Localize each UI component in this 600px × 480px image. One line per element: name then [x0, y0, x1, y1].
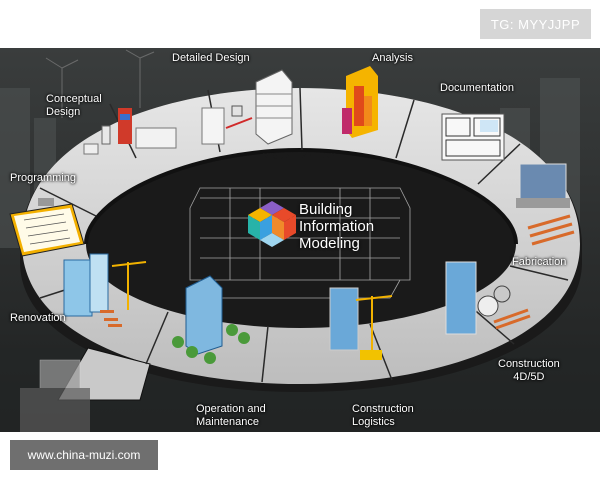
analysis-illustration — [342, 66, 378, 138]
tg-badge: TG: MYYJJPP — [480, 9, 591, 39]
ring-top-surface — [22, 88, 580, 384]
bim-diagram: VISUALIZATION — [0, 48, 600, 432]
programming-illustration — [9, 198, 85, 257]
fabrication-illustration — [516, 163, 575, 246]
operation-illustration — [172, 275, 250, 364]
website-watermark: www.china-muzi.com — [10, 440, 158, 470]
stage-label-construction-4d5d: Construction 4D/5D — [498, 358, 560, 383]
detailed-design-illustration — [201, 69, 293, 145]
logistics-illustration — [329, 287, 393, 360]
visualization-label: VISUALIZATION — [263, 152, 337, 161]
construction-4d5d-illustration — [445, 261, 531, 335]
center-title-line-1: Building — [299, 201, 353, 218]
center-title: Building Information Modeling — [299, 201, 374, 252]
stage-label-operation-maintenance: Operation and Maintenance — [196, 403, 266, 428]
renovation-illustration — [63, 253, 147, 327]
background-wind-turbines — [45, 49, 155, 118]
ring-inner-rim — [84, 147, 518, 245]
stage-label-construction-logistics: Construction Logistics — [352, 403, 414, 428]
center-title-line-3: Modeling — [299, 235, 360, 252]
bottom-left-building — [20, 359, 90, 432]
center-title-line-2: Information — [299, 218, 375, 235]
bim-diagram-artwork: VISUALIZATION — [0, 48, 600, 432]
documentation-illustration — [441, 113, 505, 161]
stage-label-analysis: Analysis — [372, 52, 413, 64]
stage-label-renovation: Renovation — [10, 312, 66, 324]
bim-cube-logo — [248, 201, 296, 247]
stage-label-programming: Programming — [10, 172, 77, 184]
stage-label-conceptual-design: Conceptual Design — [46, 93, 102, 118]
conceptual-design-illustration — [83, 108, 177, 155]
stage-label-documentation: Documentation — [440, 82, 514, 94]
stage-label-detailed-design: Detailed Design — [172, 52, 250, 64]
stage-label-fabrication: Fabrication — [512, 256, 567, 268]
